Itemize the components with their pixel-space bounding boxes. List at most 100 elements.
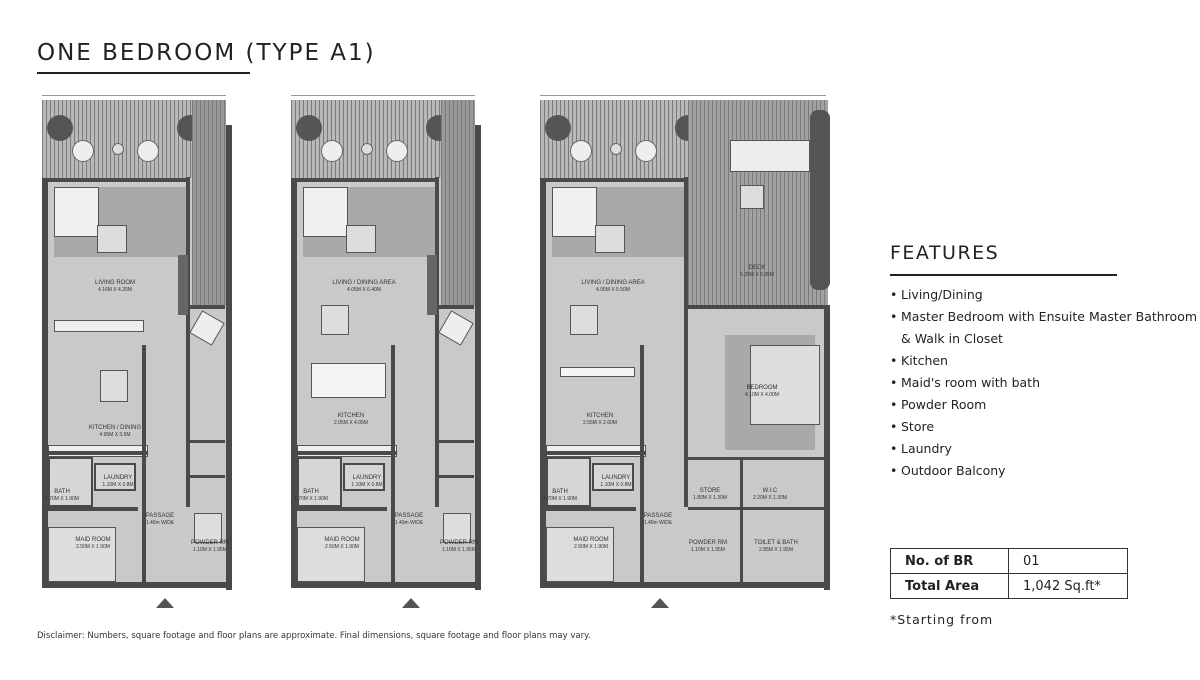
wall (439, 305, 474, 309)
bullet-icon: • (890, 309, 898, 324)
side-table (361, 143, 373, 155)
room-name: PASSAGE (643, 513, 673, 519)
room-name: POWDER RM (689, 540, 727, 546)
balcony-rail (42, 95, 226, 96)
bedrooms-label: No. of BR (890, 548, 1009, 574)
room-name: TOILET & BATH (754, 540, 798, 546)
room-dimensions: 2.50M X 1.90M (76, 544, 110, 550)
feature-item: •Kitchen (890, 350, 1200, 372)
page-title: ONE BEDROOM (TYPE A1) (37, 40, 376, 66)
room-name: KITCHEN / DINING (88, 425, 142, 431)
maid-bed (48, 527, 116, 582)
feature-item: •Powder Room (890, 394, 1200, 416)
bullet-icon: • (890, 419, 898, 434)
powder-room-fixture (443, 513, 471, 543)
wall (546, 507, 636, 511)
dining-table (570, 305, 598, 335)
feature-text: Living/Dining (901, 287, 983, 302)
side-table (112, 143, 124, 155)
room-name: LAUNDRY (352, 475, 382, 481)
feature-item: •Laundry (890, 438, 1200, 460)
room-dimensions: 2.85M X 1.95M (759, 547, 793, 553)
room-dimensions: 1.10M X 1.95M (691, 547, 725, 553)
room-name: W.I.C (762, 488, 778, 494)
room-name: MAID ROOM (573, 537, 609, 543)
wall (391, 345, 395, 582)
bath-room-box (297, 457, 342, 507)
room-dimensions: 1.40m WIDE (643, 520, 673, 526)
laundry-box (343, 463, 385, 491)
feature-text: Laundry (901, 441, 952, 456)
feature-item: •Living/Dining (890, 284, 1200, 306)
room-name: KITCHEN (586, 413, 614, 419)
room-name: MAID ROOM (75, 537, 111, 543)
cabinet (178, 255, 188, 315)
disclaimer: Disclaimer: Numbers, square footage and … (37, 631, 591, 641)
room-name: DECK (748, 265, 766, 271)
side-table (610, 143, 622, 155)
wall (688, 507, 828, 510)
wall (42, 582, 228, 588)
wall (291, 582, 477, 588)
lounge-chair (137, 140, 159, 162)
coffee-table (346, 225, 376, 253)
feature-item: •Maid's room with bath (890, 372, 1200, 394)
bedrooms-value: 01 (1008, 548, 1128, 574)
wall (186, 177, 190, 507)
maid-bed (546, 527, 614, 582)
room-dimensions: 4.95M X 3.5M (99, 432, 131, 438)
feature-text: Maid's room with bath (901, 375, 1040, 390)
wall (48, 507, 138, 511)
lounge-chair (386, 140, 408, 162)
wall (688, 305, 828, 309)
features-underline (890, 274, 1117, 276)
room-name: LAUNDRY (601, 475, 631, 481)
wall (190, 305, 225, 309)
plant-icon (47, 115, 73, 141)
wall (226, 125, 232, 590)
room-name: LIVING / DINING AREA (581, 280, 645, 286)
room-dimensions: 1.70M X 1.90M (543, 496, 577, 502)
feature-item: •Store (890, 416, 1200, 438)
feature-text: Store (901, 419, 935, 434)
wall (48, 178, 188, 182)
room-dimensions: 2.50M X 1.90M (574, 544, 608, 550)
room-name: STORE (699, 488, 721, 494)
total-area-label: Total Area (890, 573, 1009, 599)
wall (435, 177, 439, 507)
wall (142, 345, 146, 582)
bath-room-box (48, 457, 93, 507)
sofa (54, 187, 99, 237)
room-dimensions: 1.70M X 1.90M (45, 496, 79, 502)
wall (640, 345, 644, 582)
bullet-icon: • (890, 397, 898, 412)
wall (297, 507, 387, 511)
deck-strip (441, 100, 475, 305)
feature-item: •Outdoor Balcony (890, 460, 1200, 482)
room-dimensions: 1.10M X 0.8M (600, 482, 632, 488)
table-row: Total Area 1,042 Sq.ft* (890, 573, 1128, 599)
room-dimensions: 4.05M X 6.40M (347, 287, 381, 293)
room-name: BATH (552, 489, 568, 495)
room-dimensions: 2.50M X 1.90M (325, 544, 359, 550)
entrance-arrow-icon (651, 598, 669, 608)
room-name: POWDER RM (191, 540, 229, 546)
room-dimensions: 1.40m WIDE (145, 520, 175, 526)
room-dimensions: 2.20M X 1.30M (753, 495, 787, 501)
feature-item: •Master Bedroom with Ensuite Master Bath… (890, 306, 1200, 350)
